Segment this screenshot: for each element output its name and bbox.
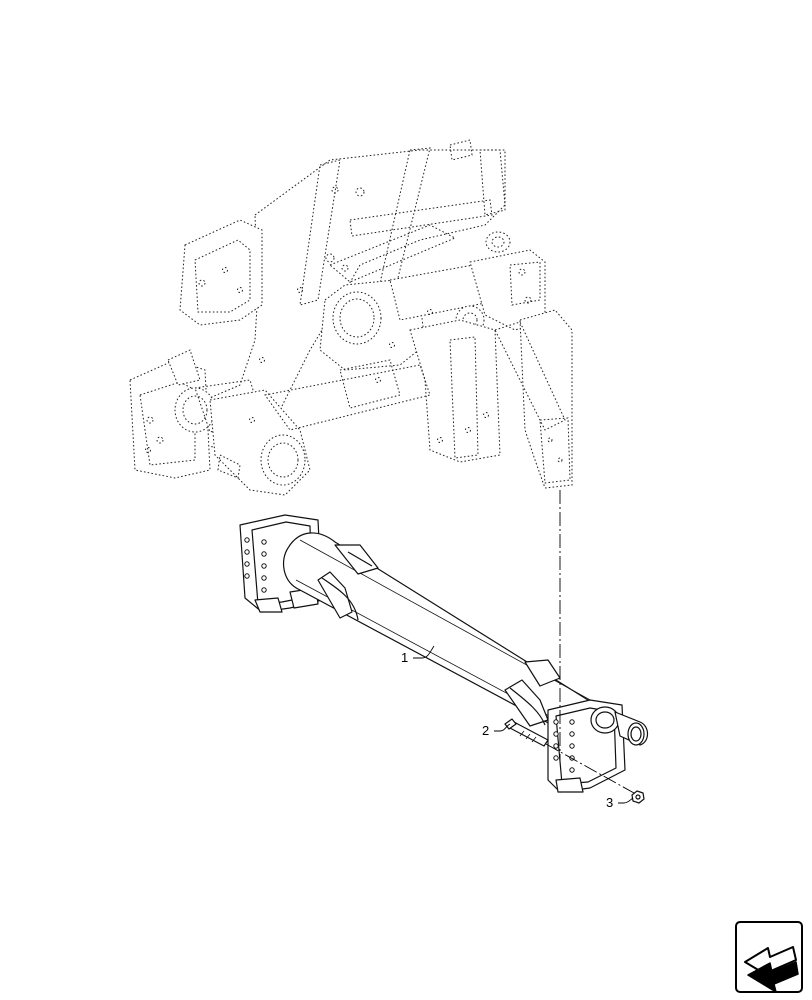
callout-label-2: 2 bbox=[482, 723, 489, 738]
left-plate-holes bbox=[244, 537, 267, 593]
nut-part bbox=[631, 790, 645, 804]
callout-2: 2 bbox=[482, 723, 511, 738]
phantom-machine-frame bbox=[129, 139, 573, 496]
alignment-lines bbox=[545, 490, 635, 794]
arrow-navigation-icon[interactable] bbox=[735, 921, 803, 993]
bolt-part bbox=[504, 718, 549, 747]
right-plate-holes bbox=[553, 719, 575, 773]
callout-label-1: 1 bbox=[401, 650, 408, 665]
callout-1: 1 bbox=[401, 645, 435, 665]
callout-3: 3 bbox=[606, 795, 634, 810]
callout-label-3: 3 bbox=[606, 795, 613, 810]
axle-assembly bbox=[239, 514, 649, 793]
